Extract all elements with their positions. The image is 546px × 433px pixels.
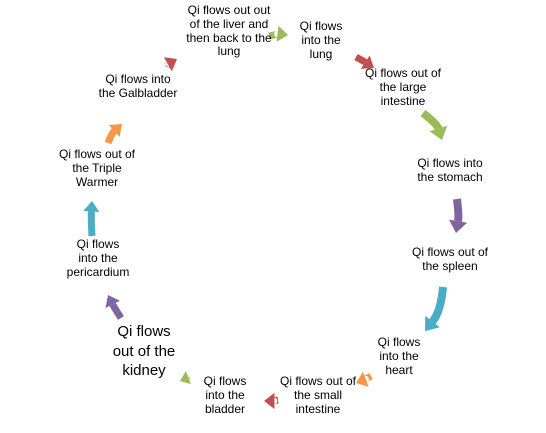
node-gallbladder: Qi flows into the Galbladder [98,72,178,100]
arrow-large-intestine-to-stomach-shaft [420,109,443,131]
arrow-spleen-to-heart [425,286,447,331]
node-small-intestine: Qi flows out of the small intestine [279,374,357,416]
node-spleen: Qi flows out of the spleen [411,245,489,273]
arrow-bladder-to-kidney-head [180,371,191,385]
arrow-stomach-to-spleen [449,198,468,233]
node-liver: Qi flows out out of the liver and then b… [186,3,272,59]
arrow-large-intestine-to-stomach [420,109,448,140]
arrow-gallbladder-to-liver [163,57,177,72]
node-bladder: Qi flows into the bladder [203,374,247,416]
arrow-triple-warmer-to-gallbladder-head [108,124,122,137]
node-lung: Qi flows into the lung [299,19,343,61]
arrow-small-intestine-to-bladder [264,392,279,410]
arrow-kidney-to-pericardium [105,295,124,320]
arrow-liver-to-lung-head [276,25,288,42]
arrow-bladder-to-kidney [180,371,191,385]
arrow-pericardium-to-triple-warmer-head [83,201,100,212]
node-stomach: Qi flows into the stomach [417,156,483,184]
arrow-spleen-to-heart-shaft [429,286,447,325]
arrow-heart-to-small-intestine-head [356,371,369,387]
arrow-gallbladder-to-liver-head [163,57,177,72]
arrow-stomach-to-spleen-shaft [453,198,463,222]
arrow-lung-to-large-intestine-shaft [354,53,368,66]
node-heart: Qi flows into the heart [377,335,421,377]
arrow-triple-warmer-to-gallbladder [104,124,122,145]
arrow-pericardium-to-triple-warmer-shaft [87,211,96,237]
arrow-large-intestine-to-stomach-head [429,125,448,140]
node-large-intestine: Qi flows out of the large intestine [364,66,442,108]
arrow-lung-to-large-intestine [354,53,374,69]
arrow-pericardium-to-triple-warmer [83,201,100,237]
arrow-small-intestine-to-bladder-head [264,392,275,410]
arrow-stomach-to-spleen-head [449,219,468,233]
arrow-triple-warmer-to-gallbladder-shaft [104,128,117,145]
node-pericardium: Qi flows into the pericardium [66,237,130,279]
node-triple-warmer: Qi flows out of the Triple Warmer [58,147,136,189]
node-kidney: Qi flows out of the kidney [112,323,176,379]
arrow-lung-to-large-intestine-head [360,55,374,69]
arrow-kidney-to-pericardium-head [105,295,120,308]
arrow-spleen-to-heart-head [425,315,440,331]
arrow-kidney-to-pericardium-shaft [109,302,124,320]
